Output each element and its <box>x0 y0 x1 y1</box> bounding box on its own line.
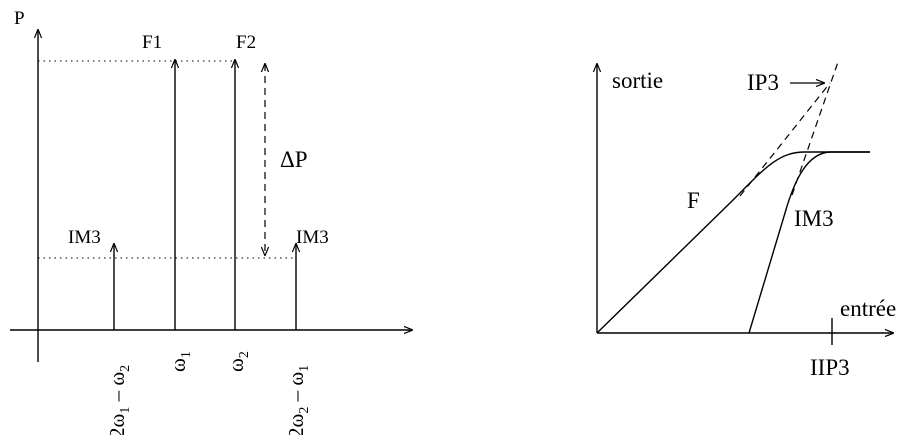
transfer-diagram: sortie entrée IIP3 F IM3 IP3 <box>596 61 896 380</box>
tone2-label: F2 <box>236 32 256 53</box>
tick-label-im3-right: 2ω2 – ω1 <box>284 365 312 435</box>
im3-left-label: IM3 <box>68 227 101 248</box>
ip3-label: IP3 <box>747 70 779 95</box>
iip3-label: IIP3 <box>810 355 850 380</box>
fundamental-curve-label: F <box>687 188 700 213</box>
delta-p-label: ΔP <box>280 147 308 172</box>
im3-right-label: IM3 <box>296 227 329 248</box>
fundamental-extrapolation <box>739 82 831 197</box>
x-axis-label-entree: entrée <box>840 296 896 321</box>
im3-extrapolation <box>791 61 839 196</box>
tick-label-tone1: ω1 <box>166 351 194 372</box>
tick-label-im3-left: 2ω1 – ω2 <box>105 365 133 435</box>
tick-label-tone2: ω2 <box>224 351 252 372</box>
tone1-label: F1 <box>142 32 162 53</box>
y-axis-label-sortie: sortie <box>612 68 663 93</box>
fundamental-curve <box>596 151 870 334</box>
im3-curve <box>748 151 870 334</box>
spectrum-y-axis-label: P <box>14 8 25 29</box>
spectrum-diagram: P F1 F2 IM3 IM3 ΔP 2ω1 – ω2 ω1 ω2 2ω2 – … <box>10 8 412 438</box>
im3-curve-label: IM3 <box>794 206 834 231</box>
